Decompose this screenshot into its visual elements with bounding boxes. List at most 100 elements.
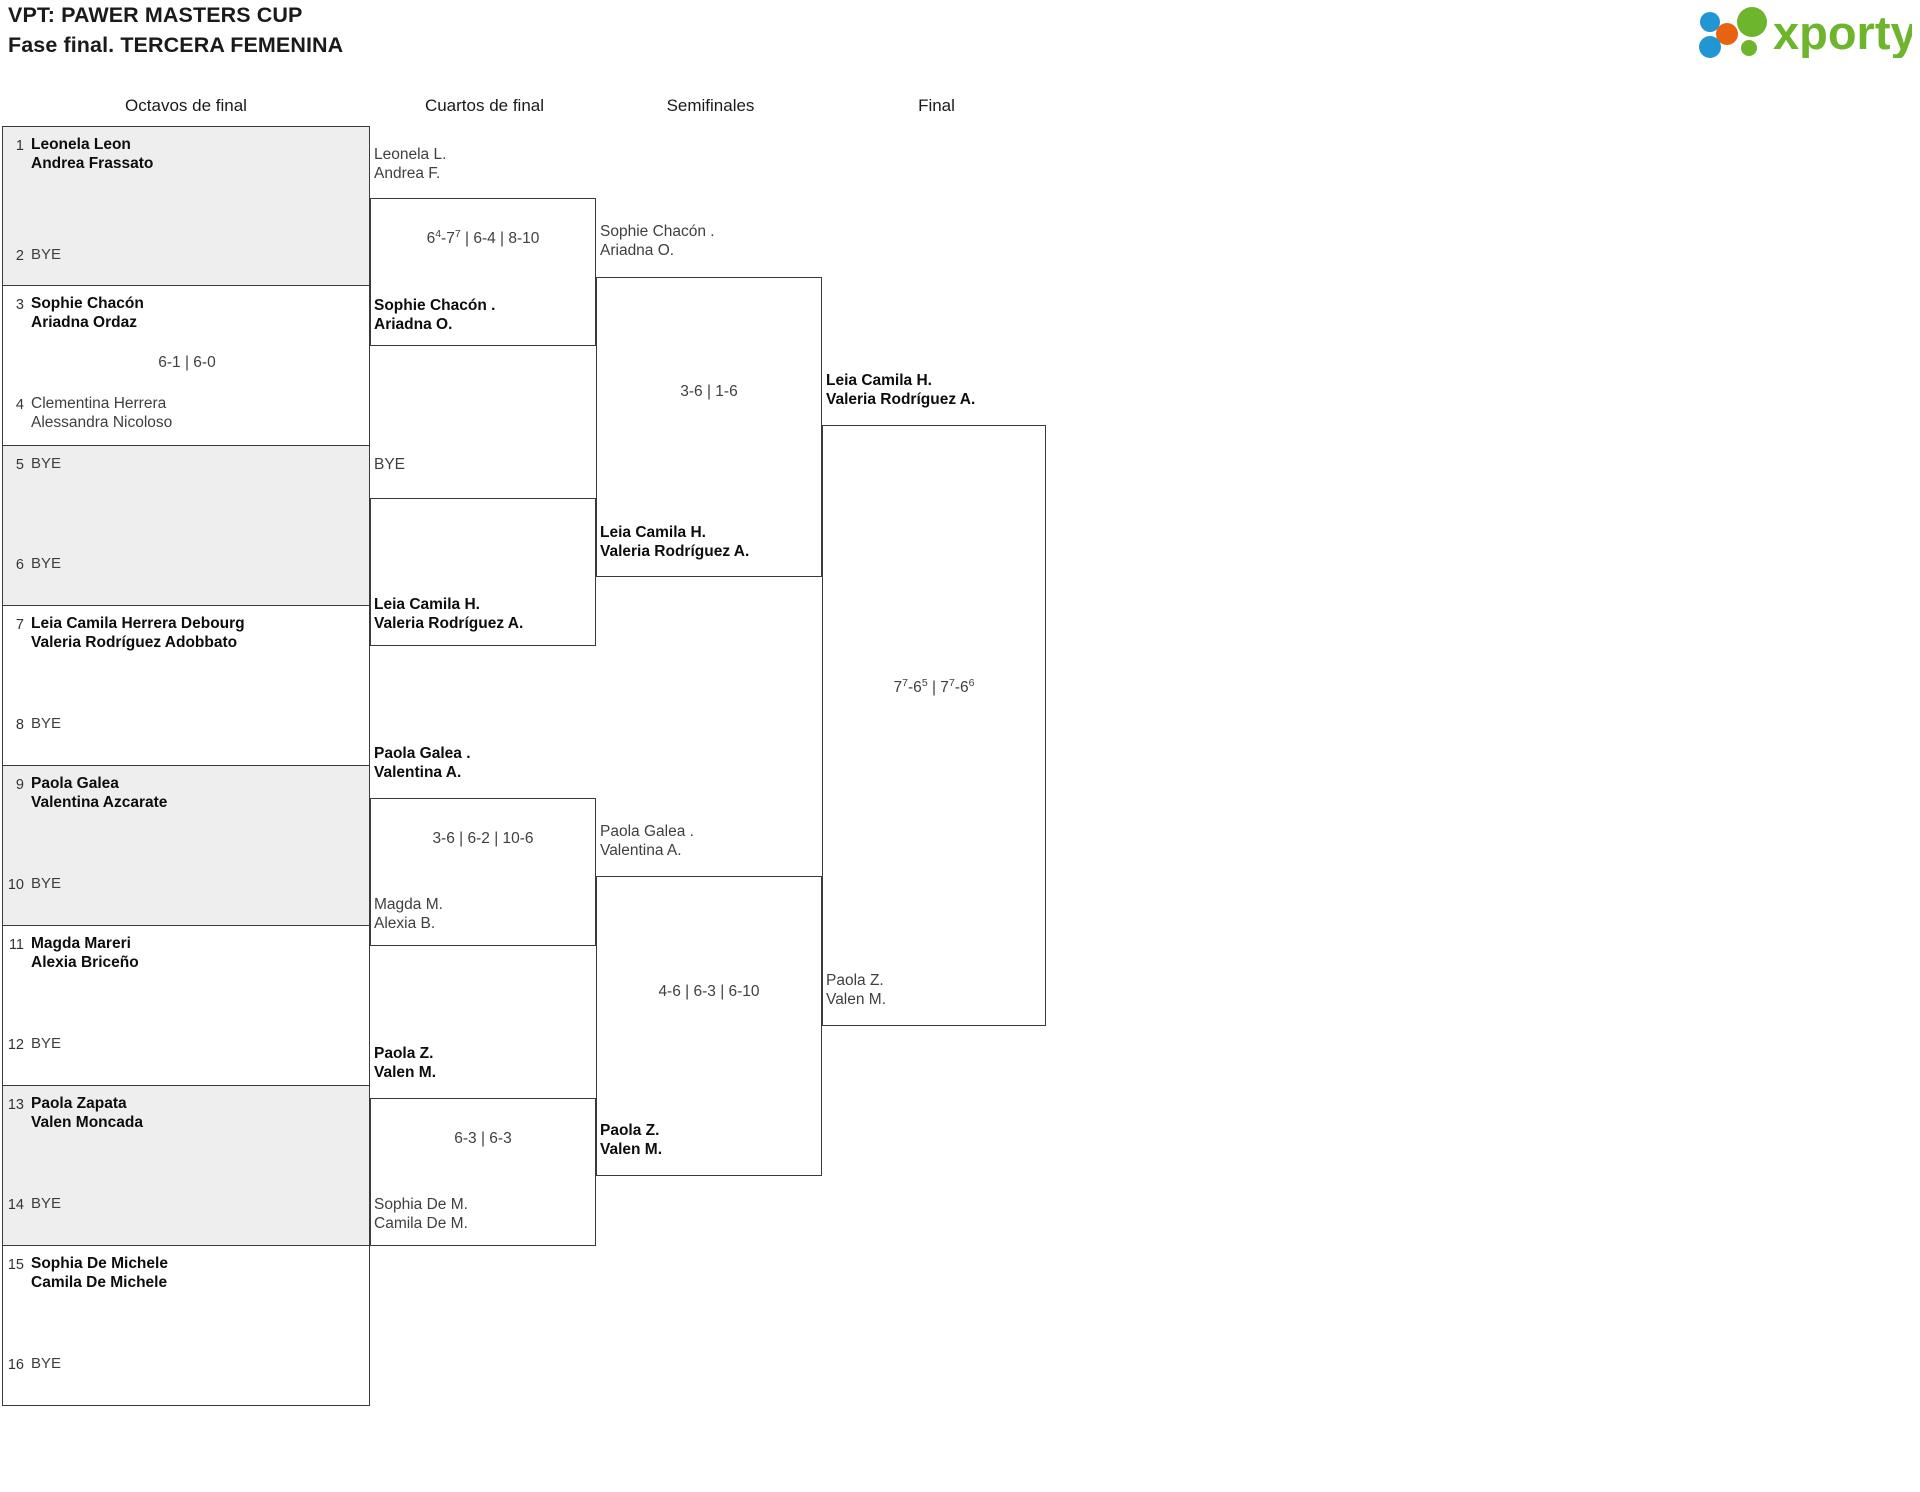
r2-entrant-2[interactable]: Sophie Chacón .Ariadna O. [374, 297, 496, 333]
r1-pair-3[interactable]: 5 BYE 6 BYE [2, 446, 370, 606]
r3-entrant-2[interactable]: Leia Camila H.Valeria Rodríguez A. [600, 524, 750, 560]
team-names: BYE [31, 455, 62, 472]
round-header-octavos: Octavos de final [125, 96, 247, 115]
r4-entrant-2[interactable]: Paola Z.Valen M. [826, 972, 887, 1008]
team-names: BYE [31, 875, 62, 892]
r2-entrant-8[interactable]: Sophia De M. Camila De M. [374, 1196, 468, 1232]
logo-dot-cluster [1699, 7, 1767, 58]
seed-number: 4 [15, 397, 24, 413]
r3-connector-1 [596, 277, 822, 577]
seed-number: 10 [7, 877, 24, 893]
team-names: BYE [31, 1355, 62, 1372]
r1-slot-2[interactable]: 2 BYE [3, 245, 369, 266]
r3-match-score-2: 4-6 | 6-3 | 6-10 [658, 983, 760, 1000]
r1-slot-16[interactable]: 16 BYE [3, 1354, 369, 1375]
r2-connector-4 [370, 1098, 596, 1246]
tournament-title: VPT: PAWER MASTERS CUP [8, 3, 303, 27]
seed-number: 13 [7, 1097, 24, 1113]
r2-entrant-1[interactable]: Leonela L.Andrea F. [374, 146, 447, 182]
round-header-final: Final [918, 96, 955, 115]
r1-slot-6[interactable]: 6 BYE [3, 554, 369, 575]
seed-number: 14 [7, 1197, 24, 1213]
r3-entrant-4[interactable]: Paola Z.Valen M. [600, 1122, 663, 1158]
r3-entrant-1[interactable]: Sophie Chacón .Ariadna O. [600, 223, 715, 259]
round-header-semis: Semifinales [666, 96, 755, 115]
seed-number: 2 [15, 248, 24, 264]
r4-match-score-1: 77-65 | 77-66 [893, 676, 975, 696]
r4-connector-1 [822, 425, 1046, 1026]
seed-number: 12 [7, 1037, 24, 1053]
xporty-logo-svg: xporty [1699, 6, 1912, 58]
seed-number: 5 [15, 457, 24, 473]
xporty-logo[interactable]: xporty [1697, 6, 1912, 58]
seed-number: 11 [8, 937, 24, 953]
r1-slot-12[interactable]: 12 BYE [3, 1034, 369, 1055]
r2-entrant-5[interactable]: Paola Galea .Valentina A. [374, 745, 471, 781]
r3-connector-2 [596, 876, 822, 1176]
seed-number: 7 [15, 617, 24, 633]
seed-number: 6 [15, 557, 24, 573]
r4-entrant-1[interactable]: Leia Camila H.Valeria Rodríguez A. [826, 372, 976, 408]
r2-entrant-7[interactable]: Paola Z.Valen M. [374, 1045, 437, 1081]
seed-number: 8 [15, 717, 24, 733]
r2-match-score-1: 64-77 | 6-4 | 8-10 [426, 227, 540, 247]
r1-slot-10[interactable]: 10 BYE [3, 874, 369, 895]
r2-entrant-3[interactable]: BYE [374, 456, 406, 473]
logo-dot-blue-top [1700, 12, 1720, 32]
tournament-subtitle: Fase final. TERCERA FEMENINA [8, 33, 344, 57]
logo-dot-orange [1716, 23, 1738, 45]
team-names: BYE [31, 246, 62, 263]
r1-match-score-2: 6-1 | 6-0 [158, 354, 216, 371]
r2-entrant-6[interactable]: Magda M.Alexia B. [374, 896, 443, 932]
team-names: BYE [31, 555, 62, 572]
r2-connector-2 [370, 498, 596, 646]
seed-number: 9 [15, 777, 24, 793]
seed-number: 16 [7, 1357, 24, 1373]
r1-slot-8[interactable]: 8 BYE [3, 714, 369, 735]
r2-connector-1 [370, 198, 596, 346]
r3-entrant-3[interactable]: Paola Galea .Valentina A. [600, 823, 694, 859]
team-names: BYE [31, 1195, 62, 1212]
page-header: VPT: PAWER MASTERS CUP Fase final. TERCE… [0, 0, 1920, 75]
seed-number: 15 [7, 1257, 24, 1273]
team-names: BYE [31, 715, 62, 732]
r2-match-score-4: 6-3 | 6-3 [454, 1130, 512, 1147]
r2-connector-3 [370, 798, 596, 946]
logo-wordmark: xporty [1773, 6, 1912, 58]
logo-dot-green-big [1737, 7, 1767, 37]
r2-match-score-3: 3-6 | 6-2 | 10-6 [432, 830, 534, 847]
r1-slot-14[interactable]: 14 BYE [3, 1194, 369, 1215]
title-block: VPT: PAWER MASTERS CUP Fase final. TERCE… [8, 0, 343, 60]
r1-slot-5[interactable]: 5 BYE [3, 454, 369, 475]
r3-match-score-1: 3-6 | 1-6 [680, 383, 738, 400]
round-header-cuartos: Cuartos de final [424, 96, 545, 115]
seed-number: 3 [15, 297, 24, 313]
seed-number: 1 [15, 138, 24, 154]
logo-dot-green-small [1741, 40, 1757, 56]
logo-dot-blue-bottom [1699, 36, 1721, 58]
r2-entrant-4[interactable]: Leia Camila H.Valeria Rodríguez A. [374, 596, 524, 632]
